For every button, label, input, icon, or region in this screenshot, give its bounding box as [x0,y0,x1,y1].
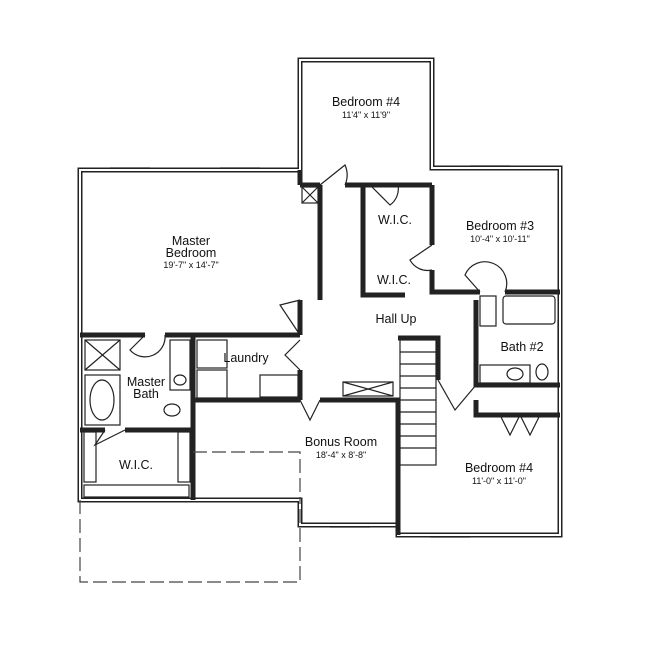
room-label-hall: Hall Up [376,312,417,326]
room-label-bedroom4-bottom: Bedroom #4 [465,461,533,475]
room-label-master-bedroom-2: Bedroom [166,246,217,260]
room-label-bonus-room: Bonus Room [305,435,377,449]
room-dims-bonus-room: 18'-4" x 8'-8" [316,450,366,460]
room-label-wic-lower: W.I.C. [377,273,411,287]
room-label-master-bedroom-1: Master [172,234,210,248]
room-label-bath2: Bath #2 [500,340,543,354]
room-label-bedroom4-top: Bedroom #4 [332,95,400,109]
room-label-master-bath-2: Bath [133,387,159,401]
room-label-laundry: Laundry [223,351,269,365]
doors [93,164,541,447]
room-label-master-wic: W.I.C. [119,458,153,472]
garage-outline [79,451,301,583]
room-dims-bedroom4-bottom: 11'-0" x 11'-0" [472,476,526,486]
room-dims-master-bedroom: 19'-7" x 14'-7" [163,260,218,270]
interior-walls [80,170,560,535]
fixtures [83,186,556,498]
room-label-wic-upper: W.I.C. [378,213,412,227]
room-label-master-bath-1: Master [127,375,165,389]
room-dims-bedroom4-top: 11'4" x 11'9" [342,110,390,120]
windows [110,165,559,538]
stairs [399,339,437,466]
room-dims-bedroom3: 10'-4" x 10'-11" [470,234,530,244]
room-label-bedroom3: Bedroom #3 [466,219,534,233]
